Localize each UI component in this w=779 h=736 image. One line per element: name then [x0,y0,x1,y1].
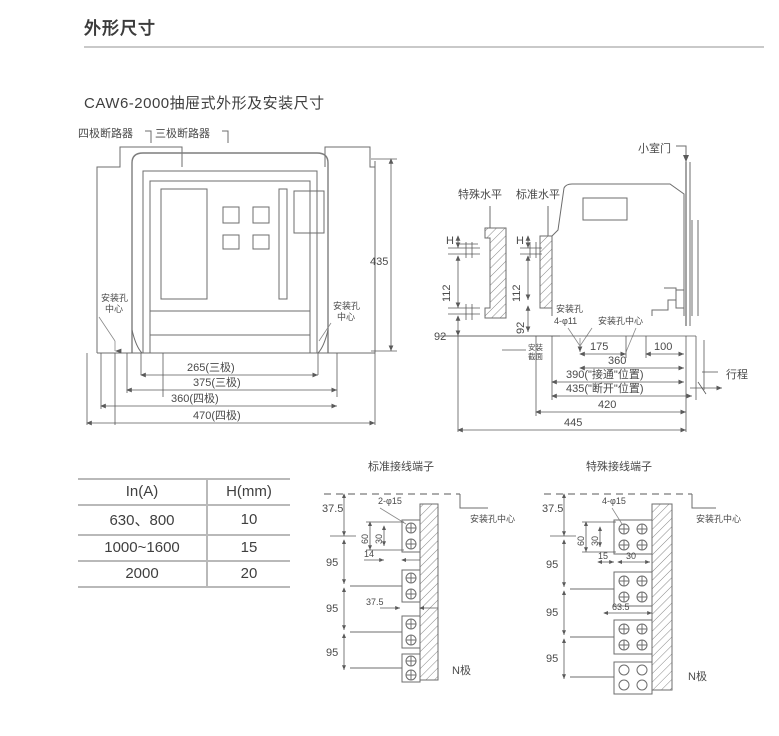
mount-hole-right-line2: 中心 [337,311,355,322]
dim-175: 175 [590,341,608,353]
label-holes-spc: 4-φ15 [602,496,626,506]
terminal-special-drawing: 安装孔中心 4-φ15 37.5 95 95 [542,493,741,695]
table-row: 1000~1600 15 [78,535,290,561]
terminal-standard-drawing: 安装孔中心 2-φ15 37.5 95 95 95 [322,493,515,683]
dim-63-5-spc: 63.5 [612,602,630,612]
dim-14-std: 14 [364,549,374,559]
title-divider [84,46,764,48]
dim-95-c-std: 95 [326,647,338,659]
dim-37-5-top-std: 37.5 [322,503,343,515]
label-special-level: 特殊水平 [458,187,502,201]
dim-30h-spc: 30 [626,551,636,561]
dim-95-a-std: 95 [326,557,338,569]
label-four-pole: 四极断路器 [78,126,133,140]
table-header-h: H(mm) [226,483,272,500]
front-dim-360: 360(四极) [171,391,219,405]
dim-95-b-spc: 95 [546,607,558,619]
table-cell-h: 10 [240,511,258,528]
label-mount-hole-center: 安装孔中心 [598,315,643,326]
front-view-drawing: 四极断路器 三极断路器 安装孔 中心 安装孔 中心 [78,126,397,426]
label-holes-std: 2-φ15 [378,496,402,506]
dim-60-spc: 60 [576,536,586,546]
mount-hole-left-line1: 安装孔 [101,292,128,303]
label-mount-hole-line1: 安装孔 [556,303,583,314]
label-three-pole: 三极断路器 [155,126,210,140]
dim-92-right: 92 [515,322,527,334]
label-n-pole-std: N极 [452,663,471,677]
table-cell-in: 1000~1600 [78,535,208,561]
side-view-drawing: 特殊水平 标准水平 小室门 H 112 [434,141,748,433]
dim-112-right: 112 [511,284,523,302]
spec-table: In(A) H(mm) 630、800 10 1000~1600 15 2000… [78,478,290,588]
dim-60-std: 60 [360,534,370,544]
label-n-pole-spc: N极 [688,669,707,683]
dim-37-5-mid-std: 37.5 [366,597,384,607]
front-dim-375: 375(三极) [193,375,241,389]
dim-95-b-std: 95 [326,603,338,615]
table-header-in: In(A) [78,479,208,505]
mount-hole-left-line2: 中心 [105,303,123,314]
figure-caption: CAW6-2000抽屉式外形及安装尺寸 [84,95,325,112]
dim-15-spc: 15 [598,551,608,561]
dim-95-c-spc: 95 [546,653,558,665]
label-stroke: 行程 [726,368,748,381]
dim-360: 360 [608,355,626,367]
dim-95-a-spc: 95 [546,559,558,571]
table-row: 2000 20 [78,561,290,587]
table-cell-in: 2000 [78,561,208,587]
front-height-dim: 435 [370,256,388,268]
dim-112-left: 112 [441,284,453,302]
table-cell-in: 630、800 [78,505,208,535]
terminal-standard-title: 标准接线端子 [368,461,434,473]
label-cabinet-door: 小室门 [638,141,671,155]
label-h-right: H [516,235,524,247]
label-standard-level: 标准水平 [516,187,560,201]
dim-30v-spc: 30 [590,536,600,546]
front-dim-470: 470(四极) [193,408,241,422]
dim-390: 390("接通"位置) [566,367,644,381]
front-dim-265: 265(三极) [187,360,235,374]
label-mount-hole-line2: 4-φ11 [554,316,577,326]
table-row: 630、800 10 [78,505,290,535]
dim-435: 435("断开"位置) [566,381,644,395]
label-mount-hole-center-spc: 安装孔中心 [696,513,741,524]
table-cell-h: 20 [240,565,258,582]
dim-37-5-top-spc: 37.5 [542,503,563,515]
label-h-left: H [446,235,454,247]
dim-420: 420 [598,399,616,411]
dim-445: 445 [564,417,582,429]
dim-100: 100 [654,341,672,353]
terminal-special-title: 特殊接线端子 [586,461,652,473]
mount-hole-right-line1: 安装孔 [333,300,360,311]
dim-92-left: 92 [434,331,446,343]
page-title: 外形尺寸 [84,19,156,38]
table-header-row: In(A) H(mm) [78,479,290,505]
dim-30-std: 30 [374,534,384,544]
label-mount-hole-center-std: 安装孔中心 [470,513,515,524]
table-cell-h: 15 [240,539,258,556]
